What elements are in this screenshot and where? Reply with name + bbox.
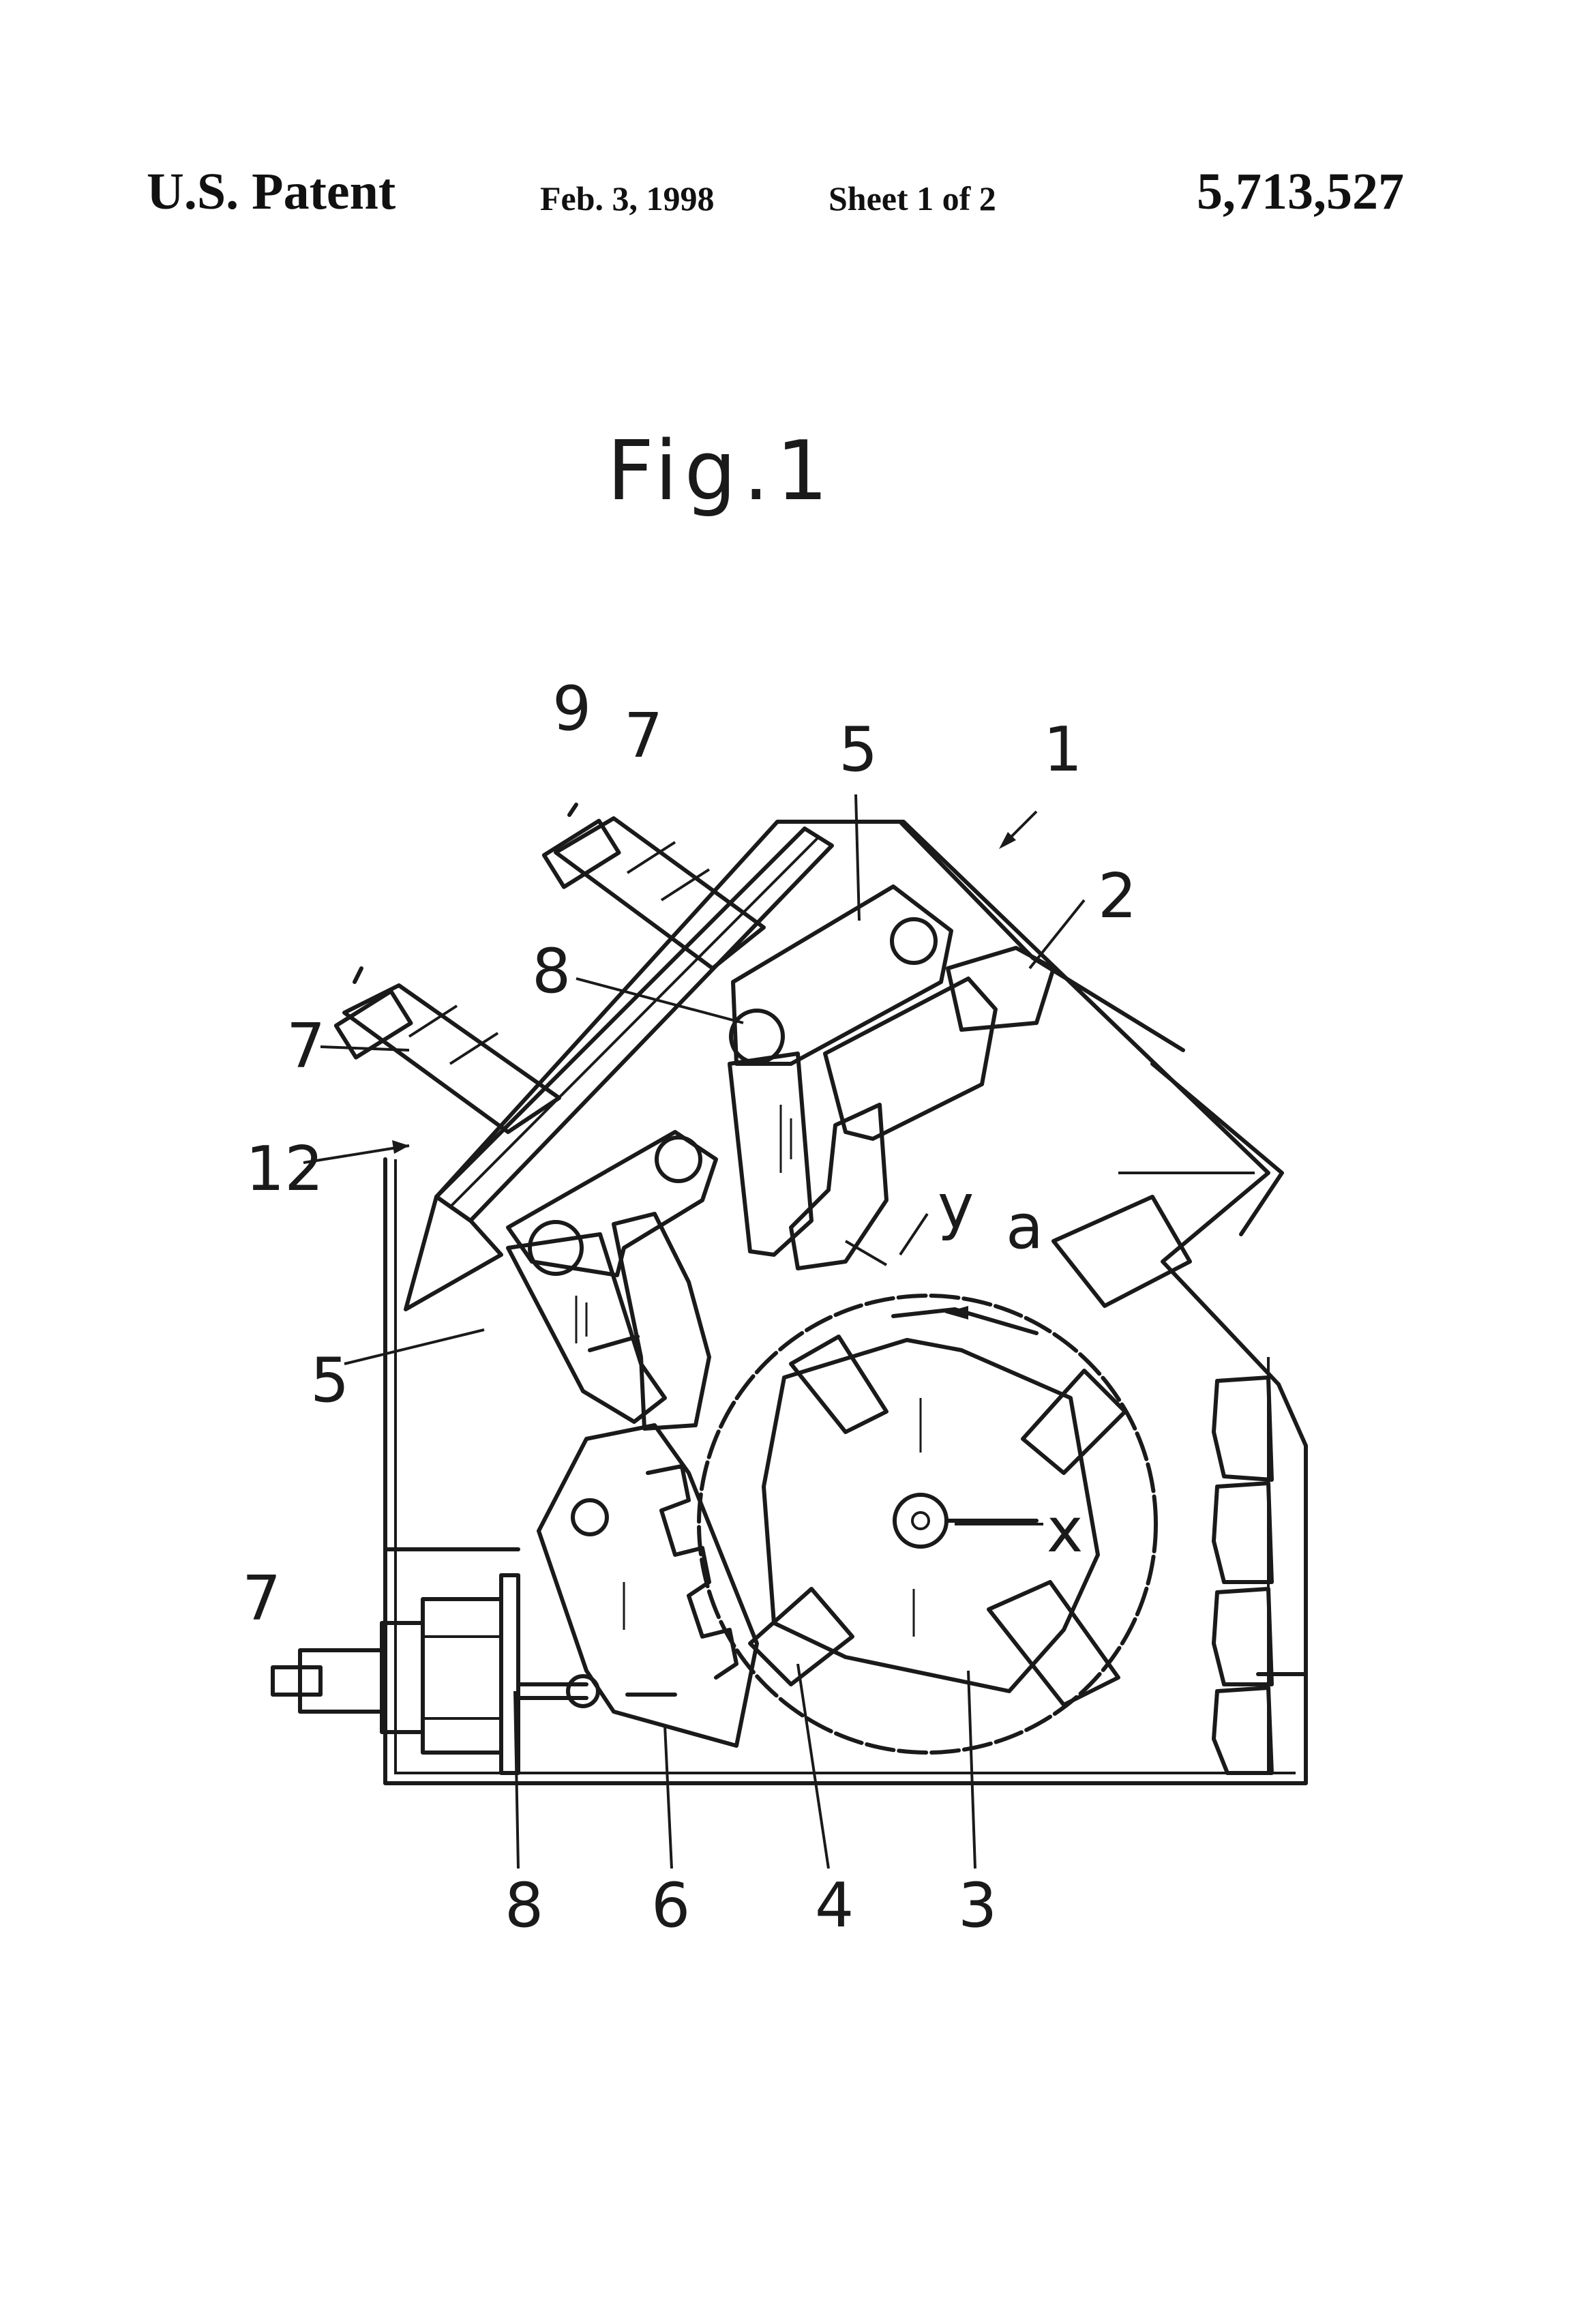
lower-actuator [271,1573,588,1775]
ref-9: 9 [552,673,591,745]
ref-5-left: 5 [310,1345,349,1416]
patent-number: 5,713,527 [1197,163,1404,220]
leader-lines [303,794,1086,1869]
ref-4: 4 [815,1870,854,1941]
ref-6: 6 [651,1870,690,1941]
ref-3: 3 [958,1870,997,1941]
sheet-number: Sheet 1 of 2 [829,179,996,218]
figure-title: Fig.1 [607,424,835,519]
middle-actuator [333,966,561,1134]
ref-5-top: 5 [839,714,878,786]
ref-y: y [938,1171,974,1242]
ref-x: x [1047,1495,1083,1566]
ref-1: 1 [1043,714,1082,786]
upper-actuator [541,803,766,970]
ref-a: a [1006,1191,1043,1263]
ref-7-mid: 7 [286,1011,325,1082]
ref-12: 12 [245,1133,324,1205]
upper-mounting-beam [404,826,834,1311]
housing-outline [383,820,1308,1785]
ref-7-top: 7 [624,700,663,772]
patent-date: Feb. 3, 1998 [540,179,715,218]
grinding-path [537,1423,759,1748]
left-impact-apron [506,1130,718,1431]
patent-label: U.S. Patent [147,163,396,220]
ref-8-bottom: 8 [505,1870,543,1941]
ref-8-top: 8 [532,936,571,1007]
ref-7-bottom: 7 [242,1563,281,1635]
rotor [697,1294,1158,1755]
ref-2: 2 [1098,861,1137,932]
reference-numerals: 9 7 5 1 2 8 7 12 y a 5 x 7 8 6 4 3 [242,673,1137,1941]
upper-impact-apron [728,884,1056,1270]
right-impact-plates [1212,1375,1274,1775]
